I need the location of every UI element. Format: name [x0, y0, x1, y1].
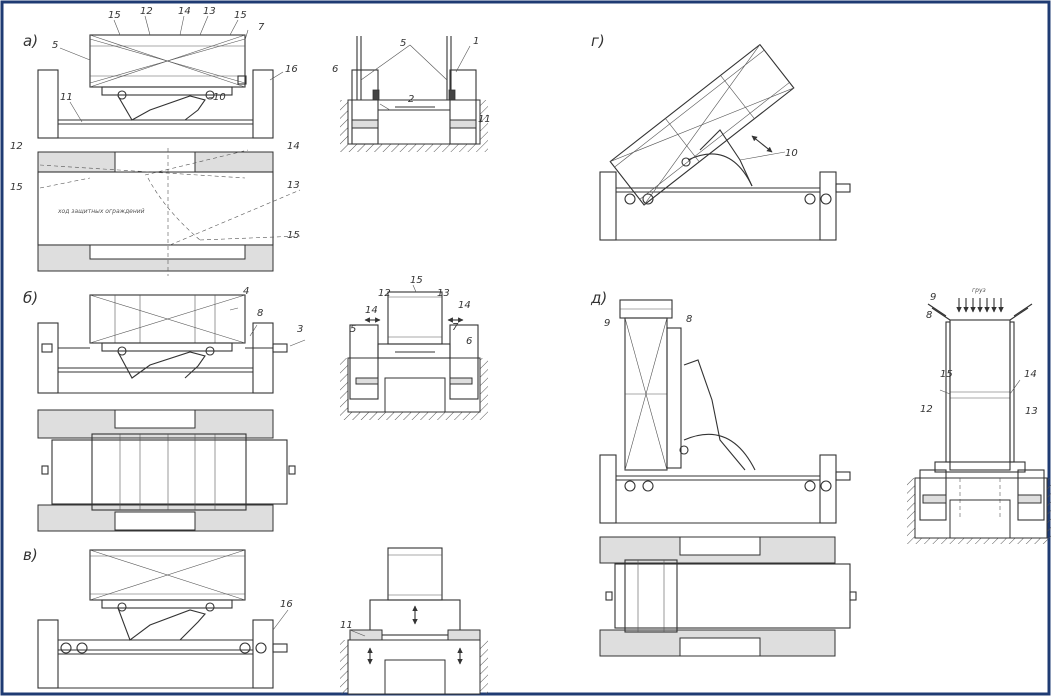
view-b-section — [340, 291, 488, 420]
callout-2: 2 — [408, 94, 414, 105]
callout-4: 4 — [243, 286, 249, 297]
view-a-plan — [37, 148, 301, 276]
view-v-side — [37, 549, 288, 689]
callout-15: 15 — [234, 10, 247, 21]
view-label-a: а) — [23, 32, 38, 50]
callout-6: 6 — [466, 336, 472, 347]
callout-13: 13 — [203, 6, 216, 17]
view-a-side — [37, 34, 274, 139]
callout-10: 10 — [785, 148, 798, 159]
callout-12: 12 — [10, 141, 23, 152]
callout-8: 8 — [926, 310, 932, 321]
view-label-b: б) — [23, 289, 38, 307]
leader-lines — [59, 15, 1021, 637]
callout-13: 13 — [437, 288, 450, 299]
callout-14: 14 — [178, 6, 191, 17]
callout-15: 15 — [410, 275, 423, 286]
note-shield-travel: ход защитных ограждений — [57, 208, 145, 215]
callout-14: 14 — [1024, 369, 1037, 380]
callout-11: 11 — [340, 620, 353, 631]
callout-1: 1 — [473, 36, 479, 47]
callout-13: 13 — [1025, 406, 1038, 417]
callout-14: 14 — [365, 305, 378, 316]
callout-5: 5 — [350, 324, 356, 335]
view-b-side — [37, 294, 288, 394]
view-labels: а) б) в) г) д) — [23, 32, 607, 564]
callout-8: 8 — [257, 308, 263, 319]
callout-10: –10 — [208, 92, 226, 103]
callout-3: 3 — [297, 324, 303, 335]
view-d-plan — [599, 536, 857, 657]
view-label-d: д) — [590, 289, 607, 307]
callout-5: 5 — [52, 40, 58, 51]
callout-15: 15 — [287, 230, 300, 241]
callout-7: 7 — [452, 322, 459, 333]
callout-15: 15 — [940, 369, 953, 380]
callout-12: 12 — [920, 404, 933, 415]
view-d-section — [907, 298, 1051, 544]
view-v-section — [340, 547, 488, 695]
view-g-side — [599, 43, 851, 241]
view-label-g: г) — [591, 32, 605, 50]
callout-16: 16 — [280, 599, 293, 610]
callout-6: 6 — [332, 64, 338, 75]
callout-5: 5 — [400, 38, 406, 49]
callout-16: 16 — [285, 64, 298, 75]
callout-8: 8 — [686, 314, 692, 325]
view-b-plan — [37, 409, 296, 532]
callout-15: 15 — [108, 10, 121, 21]
callout-9: 9 — [930, 292, 936, 303]
callout-14: 14 — [458, 300, 471, 311]
callout-11: 11 — [60, 92, 73, 103]
callout-11: 11 — [478, 114, 491, 125]
callout-7: 7 — [258, 22, 265, 33]
callout-9: 9 — [604, 318, 610, 329]
callout-12: 12 — [378, 288, 391, 299]
view-d-side — [599, 299, 851, 524]
callout-13: 13 — [287, 180, 300, 191]
note-load: груз — [972, 287, 986, 294]
callout-14: 14 — [287, 141, 300, 152]
view-label-v: в) — [23, 546, 38, 564]
view-a-section — [340, 36, 488, 152]
callout-15: 15 — [10, 182, 23, 193]
callout-12: 12 — [140, 6, 153, 17]
callout-numbers: 15 12 14 13 15 7 5 16 11 –10 12 14 15 13… — [10, 6, 1038, 631]
